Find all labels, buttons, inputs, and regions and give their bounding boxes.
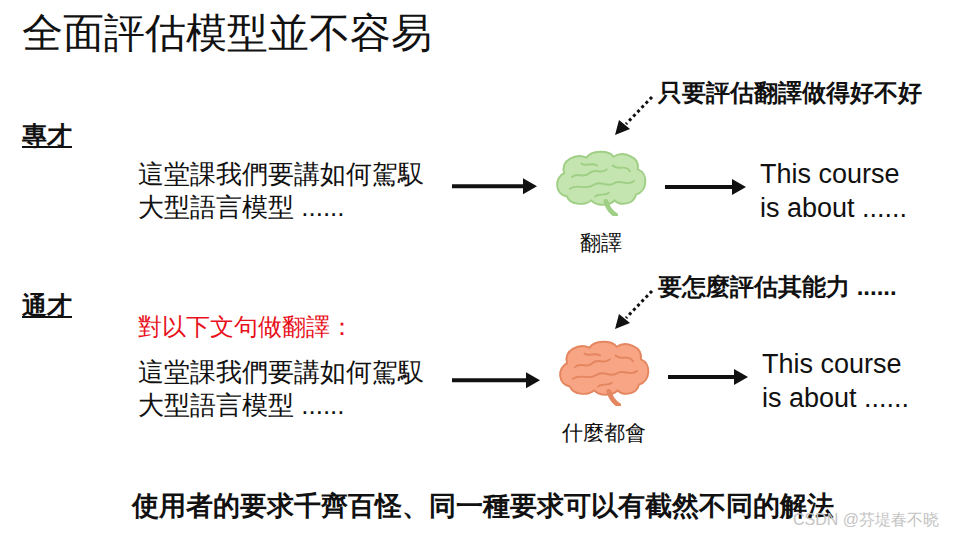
flow-arrow	[665, 179, 746, 195]
callout-note: 只要評估翻譯做得好不好	[658, 78, 922, 108]
flow-arrow	[452, 178, 537, 194]
input-text: 這堂課我們要講如何駕馭 大型語言模型 ......	[138, 158, 438, 223]
node-text: 這堂課我們要講如何駕馭 大型語言模型 ......	[138, 356, 438, 421]
node-text: This course is about ......	[760, 158, 925, 226]
node-text: 這堂課我們要講如何駕馭 大型語言模型 ......	[138, 158, 438, 223]
model-brain: 翻譯	[551, 148, 651, 256]
dotted-leader	[615, 97, 652, 135]
node-label: 翻譯	[551, 230, 651, 256]
node-label: 什麼都會	[554, 420, 654, 446]
output-text: This course is about ......	[760, 158, 925, 226]
brain-icon	[554, 338, 654, 406]
section-label: 通才	[22, 290, 72, 321]
input-text: 這堂課我們要講如何駕馭 大型語言模型 ......	[138, 356, 438, 421]
node-text: This course is about ......	[762, 348, 927, 416]
flow-arrow	[668, 369, 748, 385]
slide-title: 全面評估模型並不容易	[22, 8, 432, 59]
brain-icon	[551, 148, 651, 216]
callout-note: 要怎麼評估其能力 ......	[658, 272, 897, 302]
watermark: CSDN @芬堤春不晓	[793, 510, 939, 530]
dotted-leader	[615, 291, 652, 329]
section-label: 專才	[22, 120, 72, 151]
instruction-text: 對以下文句做翻譯：	[138, 312, 354, 342]
model-brain: 什麼都會	[554, 338, 654, 446]
flow-arrow	[452, 372, 540, 388]
output-text: This course is about ......	[762, 348, 927, 416]
